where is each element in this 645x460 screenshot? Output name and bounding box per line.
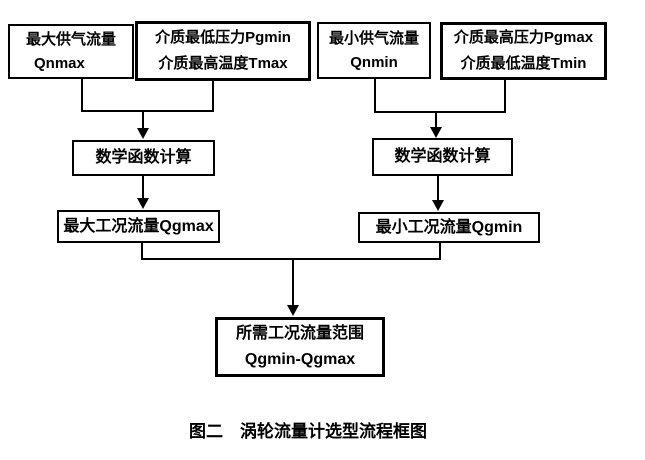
box-math-calc-left: 数学函数计算 [72,140,215,176]
arrowhead-result [287,305,299,316]
box-math-calc-left-label: 数学函数计算 [95,149,192,166]
box-max-pressure-line: 介质最高压力Pgmax [453,29,594,46]
box-min-temp-line: 介质最低温度Tmin [460,55,587,72]
connector-bottom-merge [141,243,441,260]
arrowhead-qgmin [432,200,444,211]
box-required-flow-range: 所需工况流量范围 Qgmin-Qgmax [215,317,385,377]
box-math-calc-right-label: 数学函数计算 [394,148,491,165]
box-max-supply-flow-line1: 最大供气流量 [25,30,116,48]
box-max-temp-line: 介质最高温度Tmax [158,55,288,72]
box-max-supply-flow: 最大供气流量 Qnmax [8,24,134,79]
figure-caption: 图二 涡轮流量计选型流程框图 [189,422,427,441]
arrowhead-right-math [430,127,442,138]
connector-left-merge [81,78,214,112]
box-min-operating-flow-label: 最小工况流量Qgmin [375,218,523,236]
box-min-supply-flow-line1: 最小供气流量 [328,29,419,47]
box-min-supply-flow: 最小供气流量 Qnmin [317,22,431,79]
box-max-operating-flow: 最大工况流量Qgmax [57,210,220,243]
connector-right-merge [374,79,506,113]
box-max-pressure-min-temp: 介质最高压力Pgmax 介质最低温度Tmin [440,22,607,80]
box-min-supply-flow-line2: Qnmin [350,53,398,71]
box-min-operating-flow: 最小工况流量Qgmin [358,212,540,243]
box-min-pressure-max-temp: 介质最低压力Pgmin 介质最高温度Tmax [135,21,311,81]
box-max-supply-flow-line2: Qnmax [34,54,85,72]
box-required-flow-range-line1: 所需工况流量范围 [235,325,364,342]
box-min-pressure-line: 介质最低压力Pgmin [155,29,291,46]
box-required-flow-range-line2: Qgmin-Qgmax [244,351,356,368]
arrowhead-left-math [137,128,149,139]
box-max-operating-flow-label: 最大工况流量Qgmax [63,217,214,235]
box-math-calc-right: 数学函数计算 [372,138,513,176]
arrowhead-qgmax [137,198,149,209]
